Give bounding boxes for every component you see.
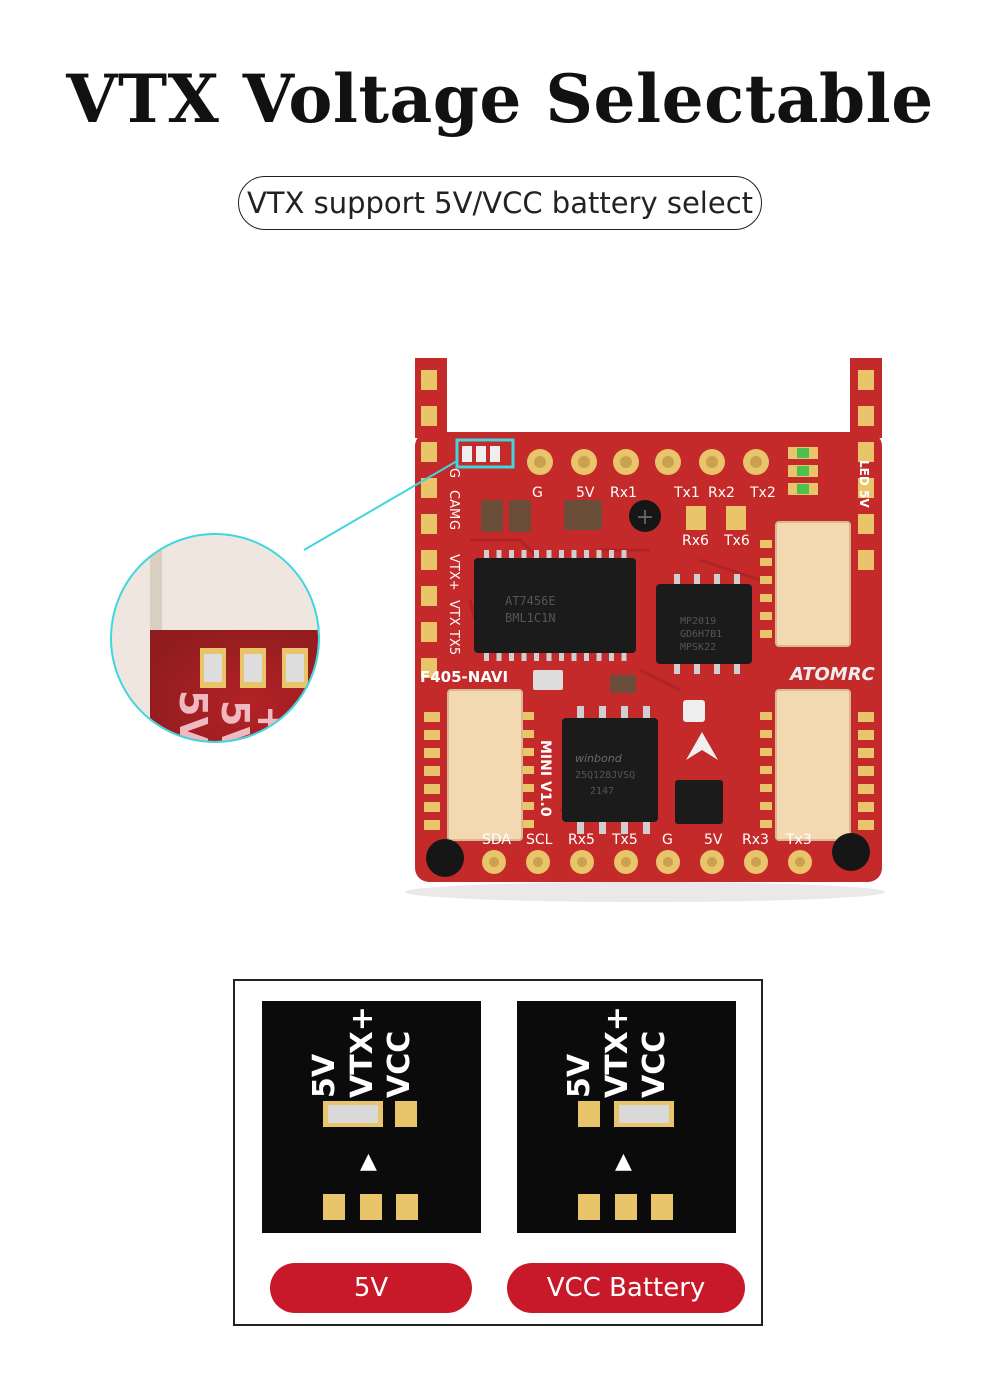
- silk-left-label: G: [446, 520, 461, 530]
- triangle-up-icon: ▲: [360, 1149, 377, 1174]
- silk-top-label: Tx2: [749, 485, 776, 501]
- silk-bottom-label: SDA: [482, 832, 511, 848]
- silk-top-label: 5V: [576, 485, 595, 501]
- silk-left-label: VTX: [446, 600, 461, 626]
- regulator-chip: [656, 584, 752, 664]
- pad: [578, 1194, 600, 1220]
- option-5v-panel: 5V VTX+ VCC ▲: [262, 1001, 481, 1233]
- pad: [360, 1194, 382, 1220]
- edge-pad: [421, 370, 437, 390]
- silk-bottom-label: Tx5: [611, 832, 638, 848]
- page-title: VTX Voltage Selectable: [66, 60, 934, 138]
- pad-label-vtx: VTX+: [345, 1006, 380, 1098]
- pad-label-vtx: VTX+: [600, 1006, 635, 1098]
- edge-pad: [421, 478, 437, 498]
- led-label: LED 5V: [857, 460, 871, 508]
- silk-top-label: G: [532, 485, 543, 501]
- edge-pad: [858, 550, 874, 570]
- bridged-pad: [614, 1101, 674, 1127]
- zoom-label-4: VC: [283, 705, 327, 762]
- flight-controller-board: + AT7456E BML1C1N MP2019 GD6H7B1 MPSK22 …: [110, 358, 885, 902]
- silk-top-label: Rx2: [708, 485, 735, 501]
- brand-text: ATOMRC: [788, 664, 876, 685]
- silk-bottom-label: Rx5: [568, 832, 595, 848]
- pad: [651, 1194, 673, 1220]
- zoom-label-1: 5V: [171, 690, 215, 746]
- edge-pad: [421, 514, 437, 534]
- edge-pad: [858, 406, 874, 426]
- pad: [395, 1101, 417, 1127]
- chip2-line2: GD6H7B1: [680, 629, 722, 640]
- edge-pad: [421, 406, 437, 426]
- edge-pad: [858, 370, 874, 390]
- silk-bottom-label: 5V: [704, 832, 723, 848]
- edge-pad: [421, 442, 437, 462]
- flash-line1: winbond: [575, 752, 623, 765]
- model-text: F405-NAVI: [420, 668, 508, 686]
- pad: [578, 1101, 600, 1127]
- zoom-circle: 5V 5V + VC: [110, 533, 327, 762]
- svg-text:+: +: [636, 505, 654, 530]
- silk-bottom-label: Tx3: [785, 832, 812, 848]
- zoom-label-2: 5V: [213, 700, 257, 756]
- silk-sub-label: Rx6: [682, 533, 709, 549]
- board-illustration: + AT7456E BML1C1N MP2019 GD6H7B1 MPSK22 …: [0, 340, 1000, 920]
- edge-pad: [858, 514, 874, 534]
- option-vcc-panel: 5V VTX+ VCC ▲: [517, 1001, 736, 1233]
- osd-chip: [474, 558, 636, 653]
- connector-right-top: [775, 521, 851, 647]
- silk-top-label: Rx1: [610, 485, 637, 501]
- jumper-highlight-box: [455, 438, 515, 469]
- edge-pad: [421, 658, 437, 678]
- option-5v-label: 5V: [270, 1263, 472, 1313]
- pad: [615, 1194, 637, 1220]
- flash-line3: 2147: [590, 786, 614, 797]
- edge-pad: [421, 586, 437, 606]
- chip2-line3: MPSK22: [680, 642, 716, 653]
- version-text: MINI V1.0: [537, 740, 553, 817]
- silk-bottom-label: G: [662, 832, 673, 848]
- connector-left: [447, 689, 523, 841]
- pad-label-vcc: VCC: [637, 1030, 672, 1098]
- chip1-line1: AT7456E: [505, 594, 556, 608]
- pad-label-vcc: VCC: [382, 1030, 417, 1098]
- chip1-line2: BML1C1N: [505, 611, 556, 625]
- option-vcc-label: VCC Battery: [507, 1263, 745, 1313]
- silk-left-label: CAM: [446, 490, 461, 519]
- callout-line: [303, 460, 458, 551]
- arrow-mark: [686, 732, 718, 760]
- flash-chip: [562, 718, 658, 822]
- edge-pad: [858, 478, 874, 498]
- jumper-legend: 5V VTX+ VCC ▲ 5V VTX+ VCC ▲ 5V VCC Batte…: [233, 979, 763, 1326]
- chip2-line1: MP2019: [680, 616, 716, 627]
- pad-label-5v: 5V: [307, 1053, 342, 1098]
- pad: [323, 1194, 345, 1220]
- silk-left-label: TX5: [446, 629, 461, 655]
- subtitle-pill: VTX support 5V/VCC battery select: [238, 176, 762, 230]
- silk-sub-label: Tx6: [723, 533, 750, 549]
- edge-pad: [421, 550, 437, 570]
- silk-top-label: Tx1: [673, 485, 700, 501]
- pad: [396, 1194, 418, 1220]
- triangle-up-icon: ▲: [615, 1149, 632, 1174]
- connector-right-bottom: [775, 689, 851, 841]
- edge-pad: [858, 442, 874, 462]
- pad-label-5v: 5V: [562, 1053, 597, 1098]
- edge-pad: [421, 622, 437, 642]
- silk-left-label: G: [446, 468, 461, 478]
- silk-bottom-label: Rx3: [742, 832, 769, 848]
- silk-bottom-label: SCL: [526, 832, 553, 848]
- silk-left-label: VTX+: [446, 554, 461, 591]
- bridged-pad: [323, 1101, 383, 1127]
- flash-line2: 25Q128JVSQ: [575, 770, 635, 781]
- subtitle-text: VTX support 5V/VCC battery select: [246, 186, 754, 220]
